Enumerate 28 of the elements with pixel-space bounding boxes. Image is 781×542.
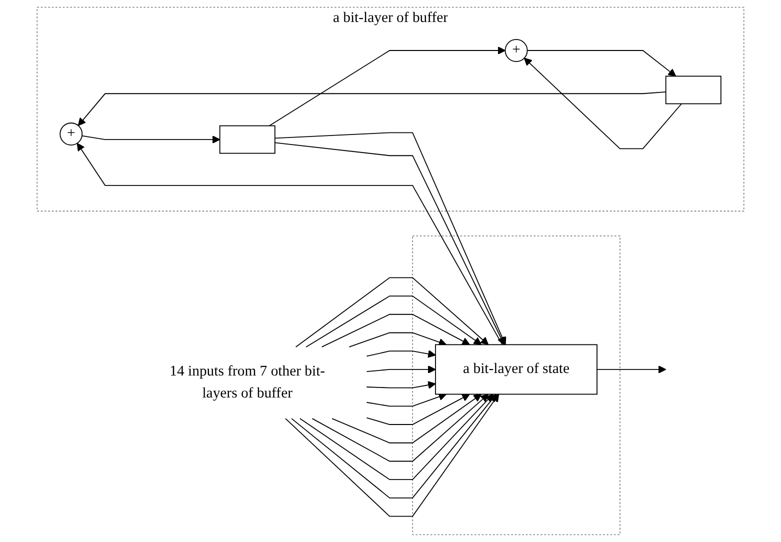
arrow [526, 50, 676, 77]
arrow [366, 392, 447, 407]
arrow [306, 296, 482, 348]
arrow [366, 365, 436, 374]
arrow [268, 46, 506, 126]
arrow [78, 92, 666, 126]
arrow [596, 365, 666, 374]
node-circle: + [504, 39, 528, 62]
arrow [82, 135, 220, 144]
cluster [412, 235, 620, 536]
arrow [285, 394, 500, 517]
node-box: a bit-layer of state [435, 344, 598, 395]
arrow [295, 277, 489, 348]
arrow [332, 394, 482, 444]
arrow [348, 332, 447, 348]
node-box [665, 76, 722, 104]
node-circle: + [60, 122, 83, 146]
node-text: 14 inputs from 7 other bit-layers of buffer [170, 363, 326, 402]
arrow [366, 350, 436, 358]
arrow [524, 58, 682, 150]
arrow [366, 381, 436, 389]
arrow [291, 394, 497, 498]
arrow [312, 394, 489, 462]
node-box [219, 125, 276, 154]
arrow [321, 314, 470, 348]
arrow [76, 142, 503, 346]
arrow [299, 394, 494, 480]
arrow [366, 394, 470, 425]
